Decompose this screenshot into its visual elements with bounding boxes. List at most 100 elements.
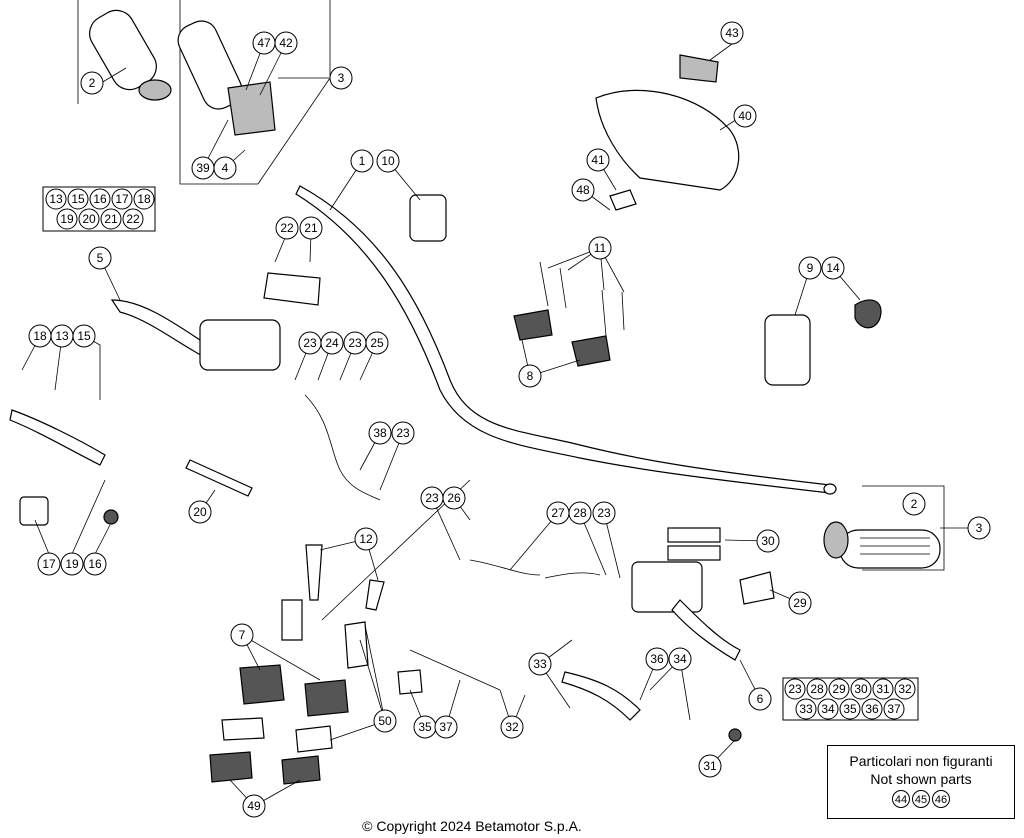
- not-shown-title-italian: Particolari non figuranti: [849, 753, 993, 769]
- clamp-upper-b: [571, 335, 611, 367]
- callout-number: 38: [373, 426, 387, 440]
- svg-text:18: 18: [137, 192, 151, 206]
- callout-38: 38: [368, 421, 392, 445]
- callout-22: 22: [275, 216, 299, 240]
- group-box-6-item: 30: [850, 678, 872, 700]
- callout-36: 36: [645, 647, 669, 671]
- callout-number: 32: [505, 720, 519, 734]
- callout-circle: [83, 552, 107, 576]
- callout-circle: [368, 421, 392, 445]
- callout-circle: [788, 591, 812, 615]
- part-number: 46: [932, 790, 950, 808]
- group-box-6-item: 37: [883, 698, 905, 720]
- cover-plate: [263, 272, 321, 306]
- group-box-6-item: 36: [861, 698, 883, 720]
- group-box-6-item: 23: [784, 678, 806, 700]
- callout-circle: [720, 21, 744, 45]
- nut-31: [728, 728, 742, 742]
- callout-28: 28: [568, 501, 592, 525]
- group-box-5-item: 22: [122, 208, 144, 230]
- callout-19: 19: [60, 552, 84, 576]
- callout-number: 34: [673, 652, 687, 666]
- callout-3: 3: [967, 516, 991, 540]
- callout-number: 15: [77, 329, 91, 343]
- group-box-6-item: 35: [839, 698, 861, 720]
- callout-circle: [592, 501, 616, 525]
- bolts-11: [539, 261, 625, 337]
- svg-text:31: 31: [876, 682, 890, 696]
- callout-number: 19: [65, 557, 79, 571]
- group-box-6-item: 32: [894, 678, 916, 700]
- callout-50: 50: [373, 709, 397, 733]
- left-switch: [409, 194, 447, 242]
- svg-text:30: 30: [854, 682, 868, 696]
- group-box-6-item: 33: [795, 698, 817, 720]
- left-grip: [89, 9, 172, 101]
- callout-number: 49: [247, 799, 261, 813]
- reservoir-cap-b: [667, 545, 721, 561]
- callout-number: 14: [826, 261, 840, 275]
- callout-12: 12: [354, 527, 378, 551]
- reservoir-cap-a: [667, 527, 721, 543]
- svg-text:13: 13: [49, 192, 63, 206]
- part-number: 45: [912, 790, 930, 808]
- callout-circle: [645, 647, 669, 671]
- bushing-49b: [281, 755, 321, 785]
- callout-1: 1: [350, 149, 374, 173]
- callout-number: 5: [97, 251, 104, 265]
- svg-text:16: 16: [93, 192, 107, 206]
- callout-number: 1: [359, 154, 366, 168]
- callout-number: 30: [761, 534, 775, 548]
- callout-circle: [188, 500, 212, 524]
- callout-number: 7: [239, 628, 246, 642]
- not-shown-parts-box: Particolari non figuranti Not shown part…: [827, 745, 1015, 819]
- callout-circle: [500, 715, 524, 739]
- callout-number: 27: [551, 506, 565, 520]
- callout-circle: [60, 552, 84, 576]
- part-number: 44: [892, 790, 910, 808]
- svg-text:35: 35: [843, 702, 857, 716]
- clip-35: [397, 669, 423, 695]
- callout-circle: [329, 66, 353, 90]
- holder-17: [19, 496, 49, 526]
- callout-circle: [588, 236, 612, 260]
- callout-8: 8: [518, 364, 542, 388]
- callout-number: 25: [370, 336, 384, 350]
- svg-text:32: 32: [898, 682, 912, 696]
- callout-5: 5: [88, 246, 112, 270]
- svg-text:15: 15: [71, 192, 85, 206]
- callout-48: 48: [571, 178, 595, 202]
- callout-43: 43: [720, 21, 744, 45]
- callout-circle: [821, 256, 845, 280]
- callout-number: 17: [42, 557, 56, 571]
- callout-circle: [586, 148, 610, 172]
- bolt-12b: [365, 579, 385, 611]
- throttle-grip: [177, 20, 276, 136]
- clutch-master: [199, 319, 281, 371]
- lower-clamp-right: [304, 679, 349, 717]
- callout-number: 9: [807, 261, 814, 275]
- callout-42: 42: [274, 31, 298, 55]
- right-grip: [823, 521, 941, 569]
- clamp-29: [739, 571, 775, 605]
- group-box-6-item: 28: [806, 678, 828, 700]
- callout-number: 48: [576, 183, 590, 197]
- group-box-5-item: 13: [45, 188, 67, 210]
- callout-number: 36: [650, 652, 664, 666]
- callout-number: 4: [222, 161, 229, 175]
- cable-band-14: [854, 299, 882, 329]
- callout-23: 23: [592, 501, 616, 525]
- callout-4: 4: [213, 156, 237, 180]
- group-box-6-item: 31: [872, 678, 894, 700]
- callout-number: 39: [196, 161, 210, 175]
- group-box-5-item: 16: [89, 188, 111, 210]
- callout-25: 25: [365, 331, 389, 355]
- callout-13: 13: [50, 324, 74, 348]
- callout-2: 2: [80, 71, 104, 95]
- callout-number: 37: [439, 720, 453, 734]
- callout-27: 27: [546, 501, 570, 525]
- callout-circle: [230, 623, 254, 647]
- callout-39: 39: [191, 156, 215, 180]
- callout-number: 23: [303, 336, 317, 350]
